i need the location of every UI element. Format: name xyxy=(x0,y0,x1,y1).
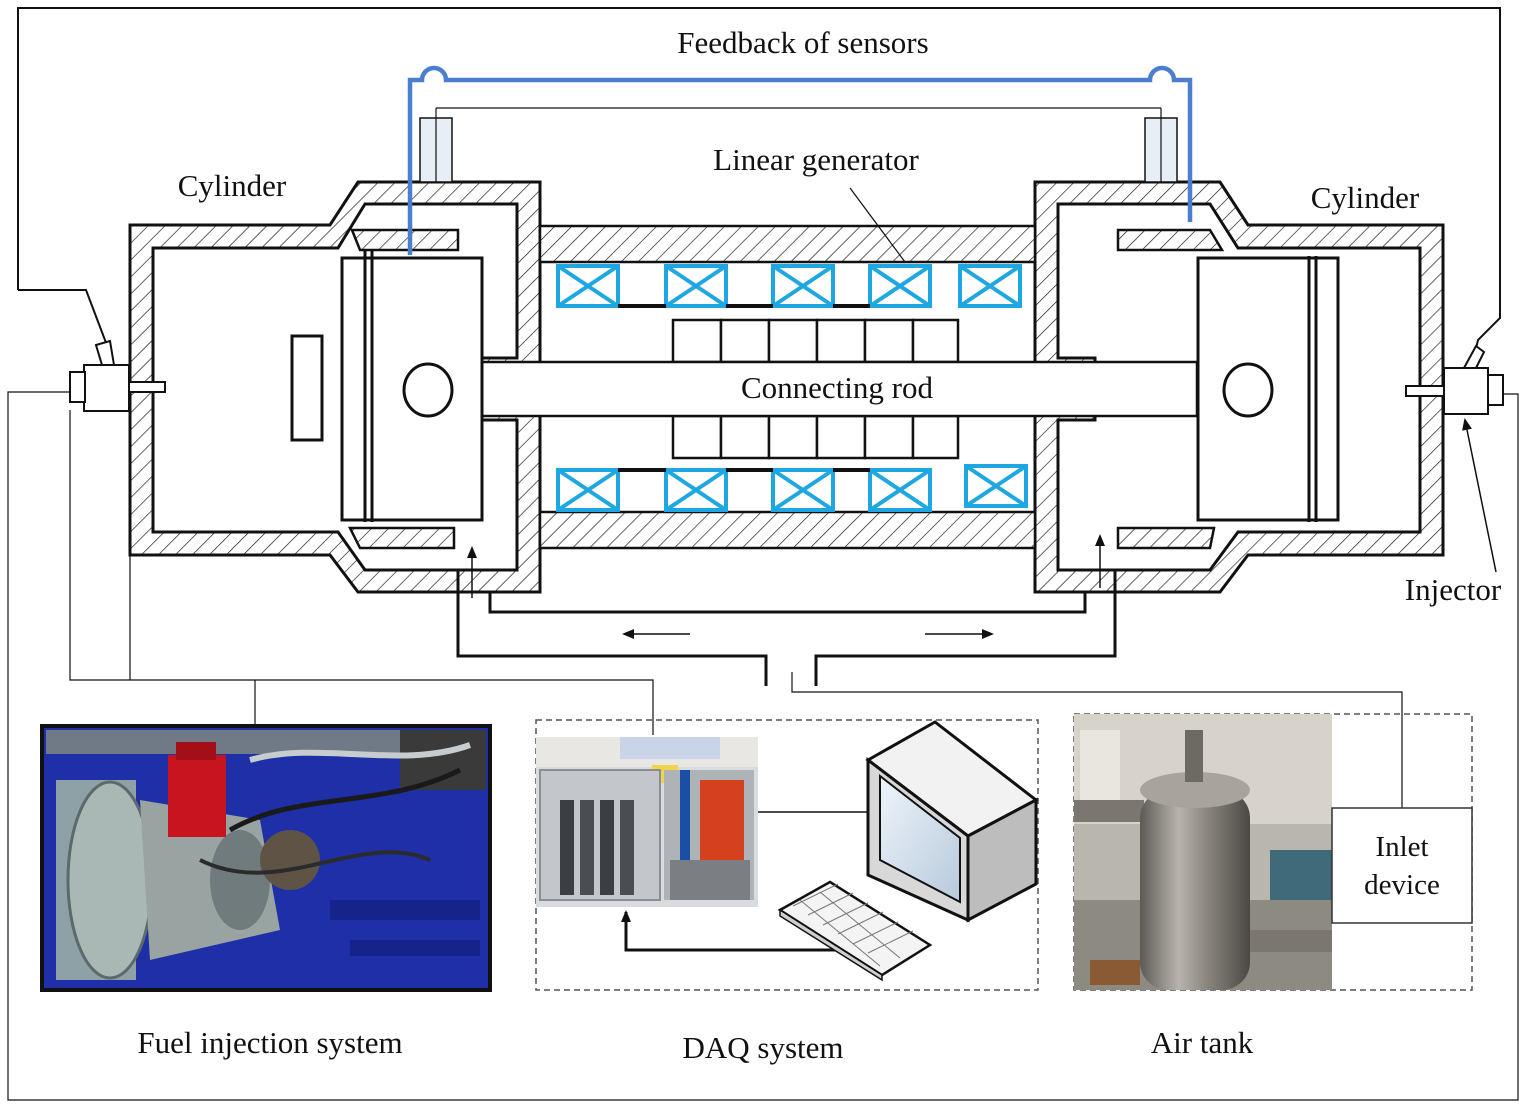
left-port xyxy=(290,334,324,442)
coil xyxy=(556,264,620,308)
right-piston xyxy=(1196,256,1340,522)
coil xyxy=(958,264,1022,308)
cylinder-right-label: Cylinder xyxy=(1311,180,1420,215)
scavenge-slots xyxy=(347,228,1225,550)
right-cylinder-housing xyxy=(1033,180,1445,594)
fuel-pump-photo-icon xyxy=(40,724,492,992)
linear-generator-label: Linear generator xyxy=(713,142,919,177)
air-tank-label: Air tank xyxy=(1151,1025,1254,1060)
coil xyxy=(664,468,728,512)
keyboard-icon xyxy=(777,880,933,982)
daq-system-label: DAQ system xyxy=(682,1030,843,1065)
fuel-injection-system-label: Fuel injection system xyxy=(137,1025,402,1060)
connecting-rod-label: Connecting rod xyxy=(741,370,933,405)
stator-bottom xyxy=(538,510,1037,550)
coil xyxy=(868,468,932,512)
stator-top xyxy=(538,224,1037,264)
coil xyxy=(771,468,835,512)
intake-manifold xyxy=(456,570,1117,686)
flow-arrows xyxy=(467,534,1105,639)
inlet-device-box xyxy=(1331,807,1473,924)
daq-keyboard-link xyxy=(621,910,855,952)
coil xyxy=(771,264,835,308)
coil xyxy=(664,264,728,308)
cylinder-left-label: Cylinder xyxy=(178,168,287,203)
sensors xyxy=(419,108,1178,183)
right-injector xyxy=(1405,344,1504,415)
generator-leader-line xyxy=(849,187,906,263)
coil-connectors xyxy=(618,304,870,472)
coil xyxy=(868,264,932,308)
daq-system-box xyxy=(535,719,1039,991)
injector-leader-line xyxy=(1462,418,1497,573)
left-piston xyxy=(340,250,484,522)
feedback-sensors-label: Feedback of sensors xyxy=(677,25,928,60)
feedback-blue-line xyxy=(407,65,1193,255)
coil xyxy=(964,464,1028,508)
inlet-device-label-line1: Inlet xyxy=(1375,831,1428,863)
fuel-wiring xyxy=(7,391,1519,1101)
inlet-device-label-line2: device xyxy=(1364,869,1440,901)
coil xyxy=(556,468,620,512)
left-injector xyxy=(69,339,166,412)
generator-coils xyxy=(556,264,1028,512)
injector-label: Injector xyxy=(1405,572,1502,607)
computer-monitor-icon xyxy=(865,720,1039,923)
air-tank-photo-icon xyxy=(1074,714,1332,990)
daq-chassis-photo-icon xyxy=(536,737,758,907)
outer-control-wire xyxy=(17,7,1501,366)
